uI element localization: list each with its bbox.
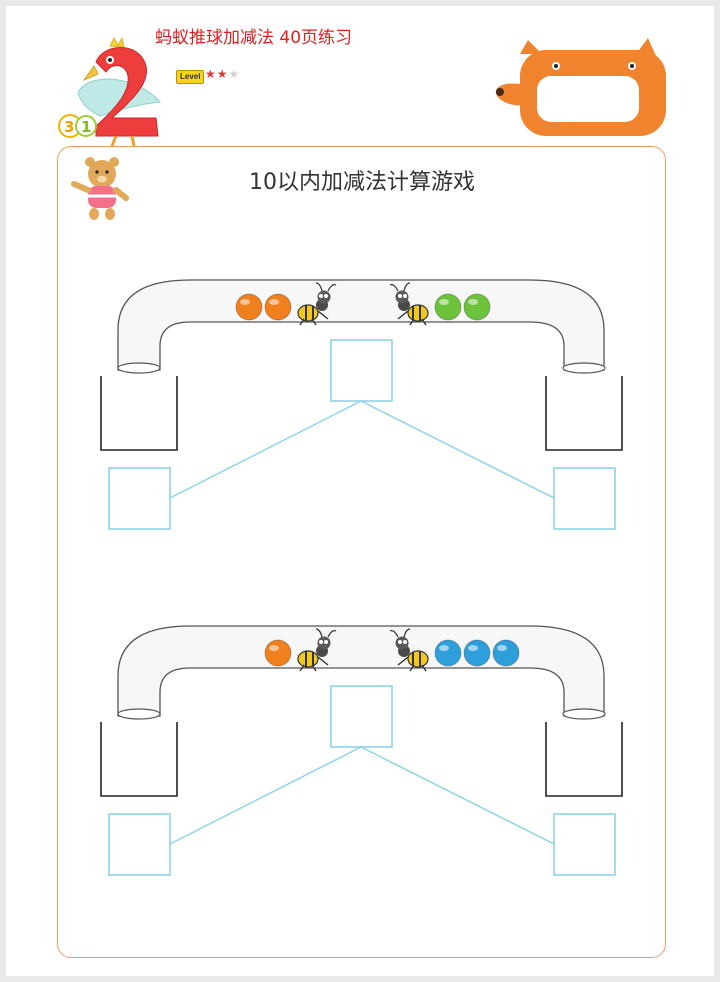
ant-icon xyxy=(297,628,337,672)
tube-opening-left xyxy=(117,708,161,720)
cup-left xyxy=(100,722,178,797)
ball xyxy=(434,293,462,321)
bear-icon xyxy=(71,157,129,220)
tube-problem xyxy=(100,625,623,876)
ant-icon xyxy=(389,628,429,672)
ball xyxy=(492,639,520,667)
connector-line-left xyxy=(169,746,362,845)
connector-line-right xyxy=(360,746,555,845)
ant-icon xyxy=(389,282,429,326)
tube-problem xyxy=(100,279,623,530)
ball xyxy=(264,639,292,667)
tube-opening-right xyxy=(562,708,606,720)
star-filled-icon: ★ xyxy=(205,67,217,81)
cup-right xyxy=(545,376,623,451)
answer-box-left[interactable] xyxy=(108,813,171,876)
difficulty-stars: ★★★ xyxy=(205,67,240,81)
ball xyxy=(434,639,462,667)
answer-box-right[interactable] xyxy=(553,813,616,876)
tube-opening-right xyxy=(562,362,606,374)
star-empty-icon: ★ xyxy=(228,67,241,81)
ball xyxy=(235,293,263,321)
star-filled-icon: ★ xyxy=(216,67,229,81)
tube-opening-left xyxy=(117,362,161,374)
connector-line-right xyxy=(360,400,555,499)
worksheet-frame xyxy=(57,146,666,958)
ant-icon xyxy=(297,282,337,326)
answer-box-top[interactable] xyxy=(330,339,393,402)
cup-left xyxy=(100,376,178,451)
ball xyxy=(463,639,491,667)
ball xyxy=(264,293,292,321)
cup-right xyxy=(545,722,623,797)
answer-box-right[interactable] xyxy=(553,467,616,530)
worksheet-header-title: 蚂蚁推球加减法 40页练习 xyxy=(155,28,353,48)
answer-box-left[interactable] xyxy=(108,467,171,530)
answer-box-top[interactable] xyxy=(330,685,393,748)
level-badge: Level xyxy=(176,70,205,84)
ball xyxy=(463,293,491,321)
connector-line-left xyxy=(169,400,362,499)
worksheet-title: 10以内加减法计算游戏 xyxy=(249,170,475,195)
